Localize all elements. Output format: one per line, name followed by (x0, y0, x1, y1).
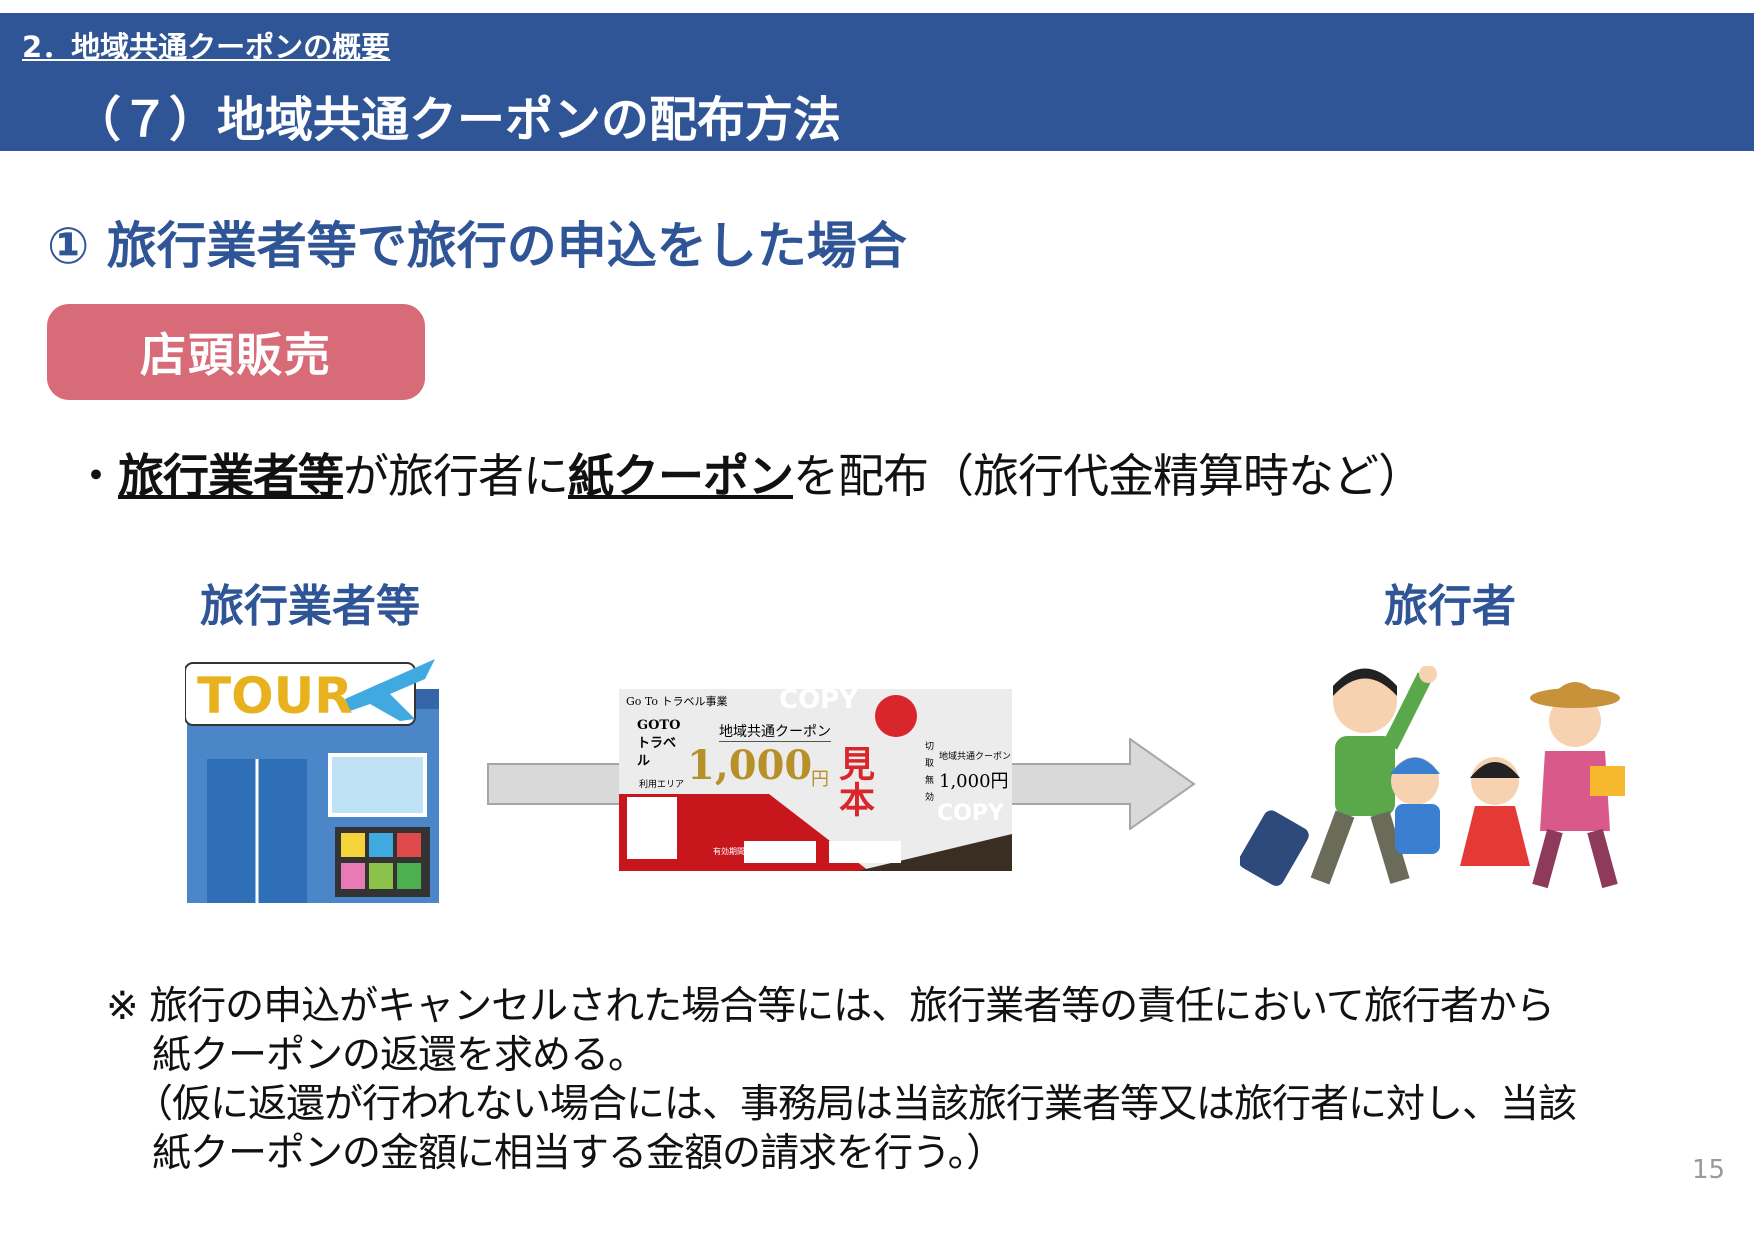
to-label: 旅行者 (1384, 581, 1516, 632)
bullet-part: が旅行者に (343, 449, 569, 503)
page-title: （７）地域共通クーポンの配布方法 (73, 92, 842, 148)
coupon-name: 地域共通クーポン (719, 721, 831, 742)
sales-type-tag: 店頭販売 (47, 304, 425, 400)
travelers-family-illustration (1240, 666, 1625, 889)
copy-watermark: COPY (937, 801, 1004, 826)
note-line: 紙クーポンの金額に相当する金額の請求を行う。） (152, 1131, 1005, 1176)
note-line: 紙クーポンの返還を求める。 (152, 1033, 647, 1078)
tour-store-illustration (185, 659, 439, 903)
coupon-program: Go To トラベル事業 (626, 695, 728, 708)
coupon-area-label: 利用エリア (639, 780, 685, 790)
copy-watermark: COPY (779, 689, 859, 715)
coupon-validity: 有効期間 (713, 847, 745, 856)
note-line: （仮に返還が行われない場合には、事務局は当該旅行業者等又は旅行者に対し、当該 (134, 1082, 1577, 1127)
coupon-stub-note: 切取無効 (923, 741, 933, 809)
store-sign: TOUR (197, 667, 353, 725)
bold-paper-coupon: 紙クーポン (568, 449, 794, 503)
section-title: 2．地域共通クーポンの概要 (22, 30, 391, 64)
bold-travel-agency: 旅行業者等 (118, 449, 344, 503)
coupon-stub-name: 地域共通クーポン (939, 752, 1012, 762)
coupon-amount: 1,000 (687, 742, 813, 789)
bullet-mark: ・ (73, 449, 119, 503)
note-line: ※ 旅行の申込がキャンセルされた場合等には、旅行業者等の責任において旅行者から (106, 984, 1555, 1029)
coupon-yen: 円 (811, 769, 829, 790)
paper-coupon-sample: Go To トラベル事業 GOTO トラベル 利用エリア 地域共通クーポン 1,… (619, 689, 1012, 871)
header-banner (0, 13, 1754, 151)
page-number: 15 (1692, 1155, 1726, 1185)
coupon-logo: GOTO トラベル (637, 718, 681, 769)
case-heading: ① 旅行業者等で旅行の申込をした場合 (47, 217, 907, 275)
sample-stamp: 見本 (833, 745, 874, 817)
note-block: ※ 旅行の申込がキャンセルされた場合等には、旅行業者等の責任において旅行者から … (106, 982, 1577, 1178)
bullet-text: ・旅行業者等が旅行者に紙クーポンを配布（旅行代金精算時など） (73, 440, 1424, 506)
coupon-stub-amount: 1,000円 (939, 771, 1009, 792)
bullet-part: を配布（旅行代金精算時など） (793, 449, 1424, 503)
from-label: 旅行業者等 (200, 581, 420, 632)
